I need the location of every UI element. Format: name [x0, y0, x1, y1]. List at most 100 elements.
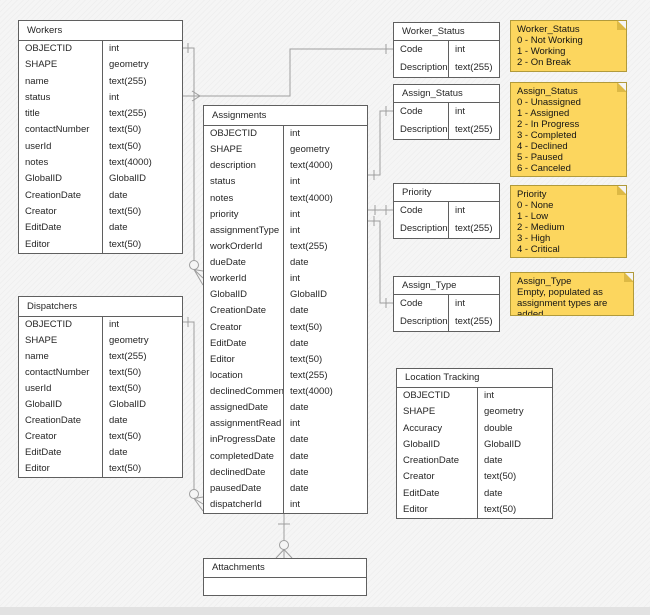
field-name: pausedDate — [204, 480, 284, 497]
note-line: 2 - Medium — [517, 222, 565, 233]
field-name: GlobalID — [397, 436, 478, 453]
field-row: assignedDate date — [204, 400, 367, 417]
table-title: Assign_Type — [394, 277, 499, 295]
field-type: date — [290, 466, 309, 478]
connector-workers-worker-status[interactable] — [183, 44, 393, 102]
field-name: userId — [19, 381, 103, 397]
table-title: Assignments — [204, 106, 367, 126]
field-type: text(4000) — [109, 157, 152, 169]
field-type: int — [109, 43, 120, 54]
field-type: date — [290, 257, 309, 268]
field-name: assignmentRead — [204, 416, 284, 433]
note-fold-corner-icon — [624, 273, 633, 282]
connector-assignments-assign-status[interactable] — [368, 106, 393, 180]
field-name: dueDate — [204, 255, 284, 272]
note-line: 5 - Paused — [517, 152, 563, 163]
field-name: Creator — [397, 469, 478, 486]
field-type: text(50) — [109, 463, 142, 474]
field-type: text(50) — [109, 238, 142, 250]
field-type: text(50) — [109, 140, 142, 152]
field-name: workerId — [204, 271, 284, 288]
field-name: userId — [19, 138, 103, 156]
connector-dispatchers-assignments[interactable] — [183, 317, 204, 512]
field-type: int — [455, 44, 466, 55]
field-type: text(4000) — [290, 386, 333, 397]
field-name: notes — [19, 155, 103, 172]
field-name: EditDate — [397, 485, 478, 502]
field-type: text(4000) — [290, 160, 333, 172]
field-name: contactNumber — [19, 122, 103, 139]
field-name: EditDate — [19, 220, 103, 237]
note-line: 4 - Declined — [517, 141, 568, 152]
table-title: Location Tracking — [397, 369, 552, 388]
field-type: text(50) — [109, 124, 142, 136]
field-row: Editor text(50) — [19, 461, 182, 477]
table-title: Priority — [394, 184, 499, 202]
field-type: int — [290, 498, 301, 510]
field-name: CreationDate — [19, 187, 103, 204]
field-type: int — [290, 273, 301, 285]
field-name: Editor — [19, 461, 103, 477]
connector-assignments-priority[interactable] — [368, 205, 393, 215]
field-type: int — [455, 106, 466, 117]
field-name: GlobalID — [19, 397, 103, 413]
field-name: title — [19, 106, 103, 123]
field-name: Description — [394, 59, 449, 77]
field-name: Creator — [19, 429, 103, 445]
field-name: Description — [394, 121, 449, 139]
connector-workers-assignments[interactable] — [183, 43, 204, 286]
field-type: text(255) — [455, 62, 493, 73]
field-name: assignedDate — [204, 400, 284, 417]
field-type: date — [290, 402, 309, 414]
note-line: 2 - On Break — [517, 57, 571, 68]
reference-arrow-icon — [191, 90, 201, 102]
field-row: userId text(50) — [19, 381, 182, 397]
note-line: Empty, populated as — [517, 287, 603, 298]
crow-foot-icon — [193, 269, 204, 286]
field-type: GlobalID — [290, 289, 327, 301]
field-type: date — [484, 455, 503, 466]
field-type: date — [290, 305, 309, 317]
field-type: text(50) — [109, 383, 142, 394]
field-type: date — [290, 482, 309, 494]
field-type: date — [109, 189, 128, 201]
connector-assignments-assign-type[interactable] — [368, 216, 393, 308]
field-name: OBJECTID — [19, 41, 103, 58]
table-title: Workers — [19, 21, 182, 41]
field-type: geometry — [484, 406, 524, 418]
connector-assignments-attachments[interactable] — [275, 512, 293, 559]
field-type: int — [109, 319, 120, 330]
field-name: EditDate — [204, 335, 284, 352]
field-type: text(255) — [455, 223, 493, 234]
note-line: 3 - High — [517, 233, 551, 244]
field-name: Editor — [397, 501, 478, 518]
table-attachments[interactable]: Attachments — [203, 558, 367, 596]
